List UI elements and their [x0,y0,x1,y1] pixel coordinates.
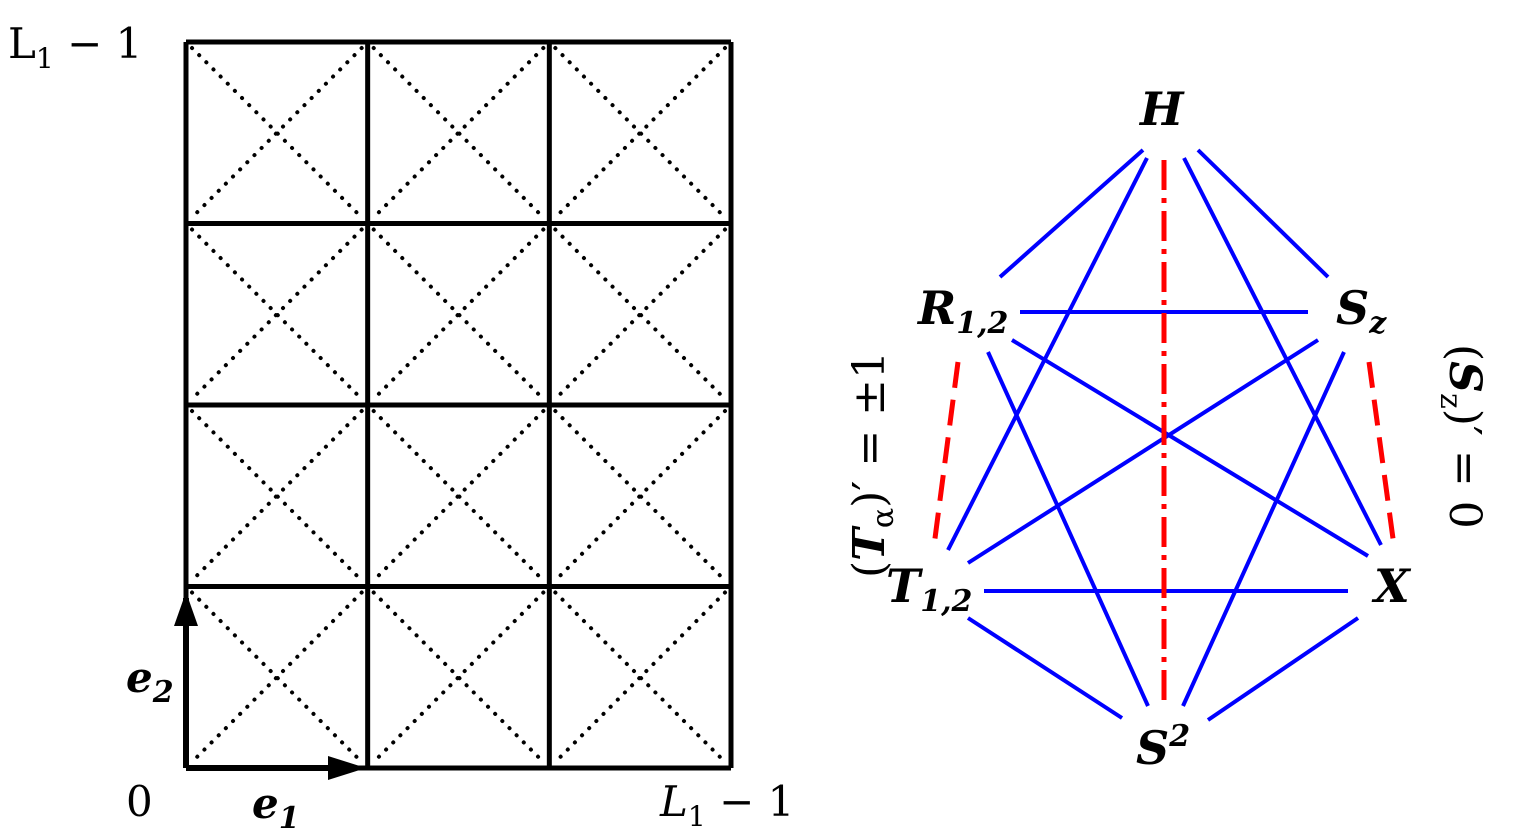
edge-T-S2 [966,616,1124,720]
cell-diagonal [553,227,727,401]
cell-diagonal [190,590,364,764]
e1-arrowhead [328,756,366,780]
node-T: T1,2 [886,559,972,619]
node-X: X [1371,559,1412,613]
edge-H-Sz [1196,148,1330,279]
edge-R-X [1010,338,1370,558]
red-edges [931,160,1397,704]
edge-R-T-dashed [931,361,961,547]
cell-diagonal [190,409,364,583]
edge-R-S2 [986,351,1150,707]
cell-diagonal [371,46,546,220]
node-S2: S2 [1136,719,1190,775]
edge-H-X [1182,157,1383,546]
node-Sz: Sz [1336,281,1387,341]
edge-X-S2 [1206,616,1360,722]
label-bottom-right: L1 − 1 [659,777,794,829]
cell-diagonal [190,227,364,401]
annotation-Sz: (Sz)′ = 0 [1433,344,1490,529]
lattice-grid [183,39,734,771]
cell-diagonal [553,409,727,583]
edge-Sz-S2 [1181,351,1346,707]
edge-Sz-X-dashed [1366,361,1397,547]
label-e1: e1 [252,779,300,829]
annotation-T-alpha: (Tα)′ = ±1 [844,351,901,578]
lattice-diagonals [190,46,727,764]
label-e2: e2 [126,653,174,710]
cell-diagonal [371,409,546,583]
edge-H-R [998,148,1145,279]
cell-diagonal [553,46,727,220]
graph-panel: H R1,2 Sz T1,2 X S2 (Tα)′ = ±1 (Sz)′ = 0 [844,82,1490,775]
cell-diagonal [553,590,727,764]
label-origin: 0 [126,777,153,826]
label-top-left: L1 − 1 [8,19,142,75]
edge-H-T [946,157,1149,551]
cell-diagonal [371,227,546,401]
edge-Sz-T [966,338,1320,565]
node-H: H [1138,82,1185,136]
cell-diagonal [371,590,546,764]
cell-diagonal [190,46,364,220]
e2-arrowhead [174,592,198,626]
node-R: R1,2 [916,281,1008,341]
lattice-panel: L1 − 1 L1 − 1 0 e2 e1 [8,19,794,829]
